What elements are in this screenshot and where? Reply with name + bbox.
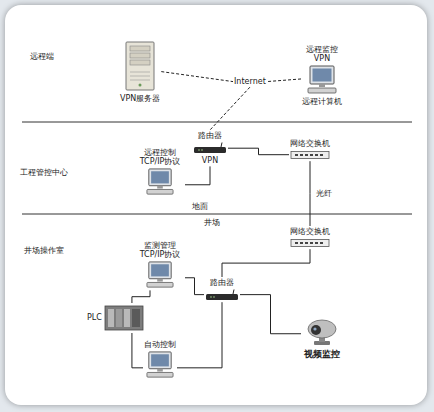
zone-label: 地面 — [192, 202, 208, 211]
network-link — [177, 302, 222, 368]
node-label: PLC — [87, 313, 102, 322]
plc-symbol — [105, 306, 143, 330]
internet-node: Internet — [233, 76, 267, 87]
control-computer: 自动控制 — [143, 339, 177, 380]
switch-icon — [290, 150, 330, 160]
video-camera: 视频监控 — [301, 316, 343, 360]
router-icon — [205, 289, 239, 301]
server-symbol — [126, 42, 154, 90]
pc-icon — [144, 261, 176, 289]
camera-symbol — [308, 320, 336, 345]
pc-symbol — [147, 262, 173, 287]
node-label: 远程计算机 — [302, 97, 342, 106]
link-label: 光纤 — [315, 189, 333, 198]
network-link — [161, 72, 233, 82]
network-link — [210, 87, 250, 130]
remote-computer: 远程监控 VPN 远程计算机 — [301, 44, 343, 108]
zone-divider — [22, 122, 412, 123]
network-link — [185, 278, 204, 295]
pc-symbol — [147, 352, 173, 377]
pc-icon — [144, 168, 176, 196]
node-label: 远程监控 VPN — [303, 45, 341, 63]
network-link — [228, 148, 289, 155]
network-switch: 网络交换机 — [289, 226, 331, 249]
network-link — [267, 79, 301, 82]
control-computer: 远程控制 TCP/IP协议 — [135, 147, 185, 197]
router: 路由器 VPN — [192, 130, 228, 166]
router-symbol — [206, 290, 238, 301]
router: 路由器 — [204, 277, 240, 302]
zone-divider — [22, 214, 412, 215]
node-label: Internet — [234, 77, 266, 86]
switch-symbol — [291, 152, 329, 159]
network-link — [132, 333, 143, 368]
plc-unit: PLC — [86, 303, 145, 333]
network-link — [132, 290, 150, 303]
pc-icon — [305, 65, 339, 95]
switch-symbol — [291, 240, 329, 247]
node-label: 网络交换机 — [290, 227, 330, 236]
network-link — [222, 249, 310, 277]
node-label: 视频监控 — [304, 349, 340, 359]
node-label: 路由器 — [210, 278, 234, 287]
zone-label: 井场操作室 — [24, 246, 64, 255]
zone-label: 井场 — [204, 218, 220, 227]
network-link — [240, 295, 301, 334]
node-label: 路由器 — [198, 131, 222, 140]
card-frame — [5, 5, 427, 405]
network-link — [185, 166, 210, 184]
node-label: 网络交换机 — [290, 139, 330, 148]
router-icon — [193, 142, 227, 154]
network-switch: 网络交换机 — [289, 138, 331, 161]
camera-icon — [302, 317, 342, 347]
zone-label: 远程端 — [30, 52, 54, 61]
pc-symbol — [308, 66, 336, 93]
router-symbol — [194, 143, 226, 154]
switch-icon — [290, 238, 330, 248]
zone-label: 工程管控中心 — [20, 168, 68, 177]
plc-icon — [104, 304, 144, 332]
node-label: VPN — [202, 156, 218, 165]
node-label: 自动控制 — [144, 340, 176, 349]
vpn-server: VPN服务器 — [119, 39, 161, 104]
node-label: VPN服务器 — [120, 94, 160, 103]
pc-symbol — [147, 169, 173, 194]
node-label: 远程控制 TCP/IP协议 — [136, 148, 184, 166]
node-label: 监测管理 TCP/IP协议 — [136, 241, 184, 259]
server-icon — [123, 40, 157, 92]
network-link — [310, 161, 311, 226]
monitor-computer: 监测管理 TCP/IP协议 — [135, 240, 185, 290]
pc-icon — [144, 351, 176, 379]
